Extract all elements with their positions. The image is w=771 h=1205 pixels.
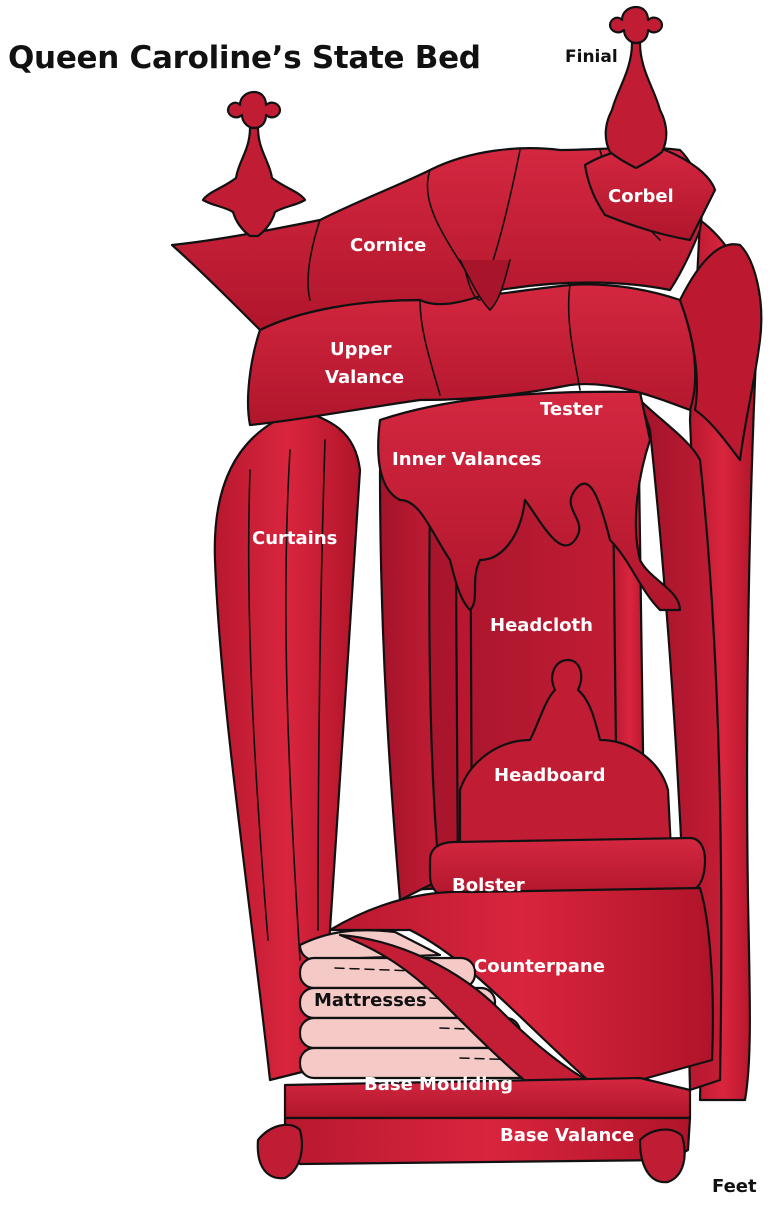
- right-foot: [640, 1130, 685, 1183]
- label-cornice: Cornice: [350, 234, 426, 258]
- label-corbel: Corbel: [608, 185, 674, 209]
- label-feet: Feet: [712, 1175, 757, 1199]
- label-headcloth: Headcloth: [490, 614, 593, 638]
- left-finial: [203, 92, 305, 236]
- label-finial: Finial: [565, 45, 618, 69]
- label-base-valance: Base Valance: [500, 1124, 634, 1148]
- left-foot: [258, 1125, 302, 1178]
- diagram-title: Queen Caroline’s State Bed: [8, 40, 481, 76]
- label-upper-valance-2: Valance: [325, 366, 404, 390]
- right-finial: [606, 7, 667, 168]
- label-counterpane: Counterpane: [474, 955, 605, 979]
- label-bolster: Bolster: [452, 874, 525, 898]
- label-upper-valance-1: Upper: [330, 338, 391, 362]
- label-inner-valances: Inner Valances: [392, 448, 542, 472]
- label-tester: Tester: [540, 398, 603, 422]
- label-curtains: Curtains: [252, 527, 337, 551]
- label-base-moulding: Base Moulding: [364, 1073, 513, 1097]
- label-mattresses: Mattresses: [314, 989, 427, 1013]
- label-headboard: Headboard: [494, 764, 605, 788]
